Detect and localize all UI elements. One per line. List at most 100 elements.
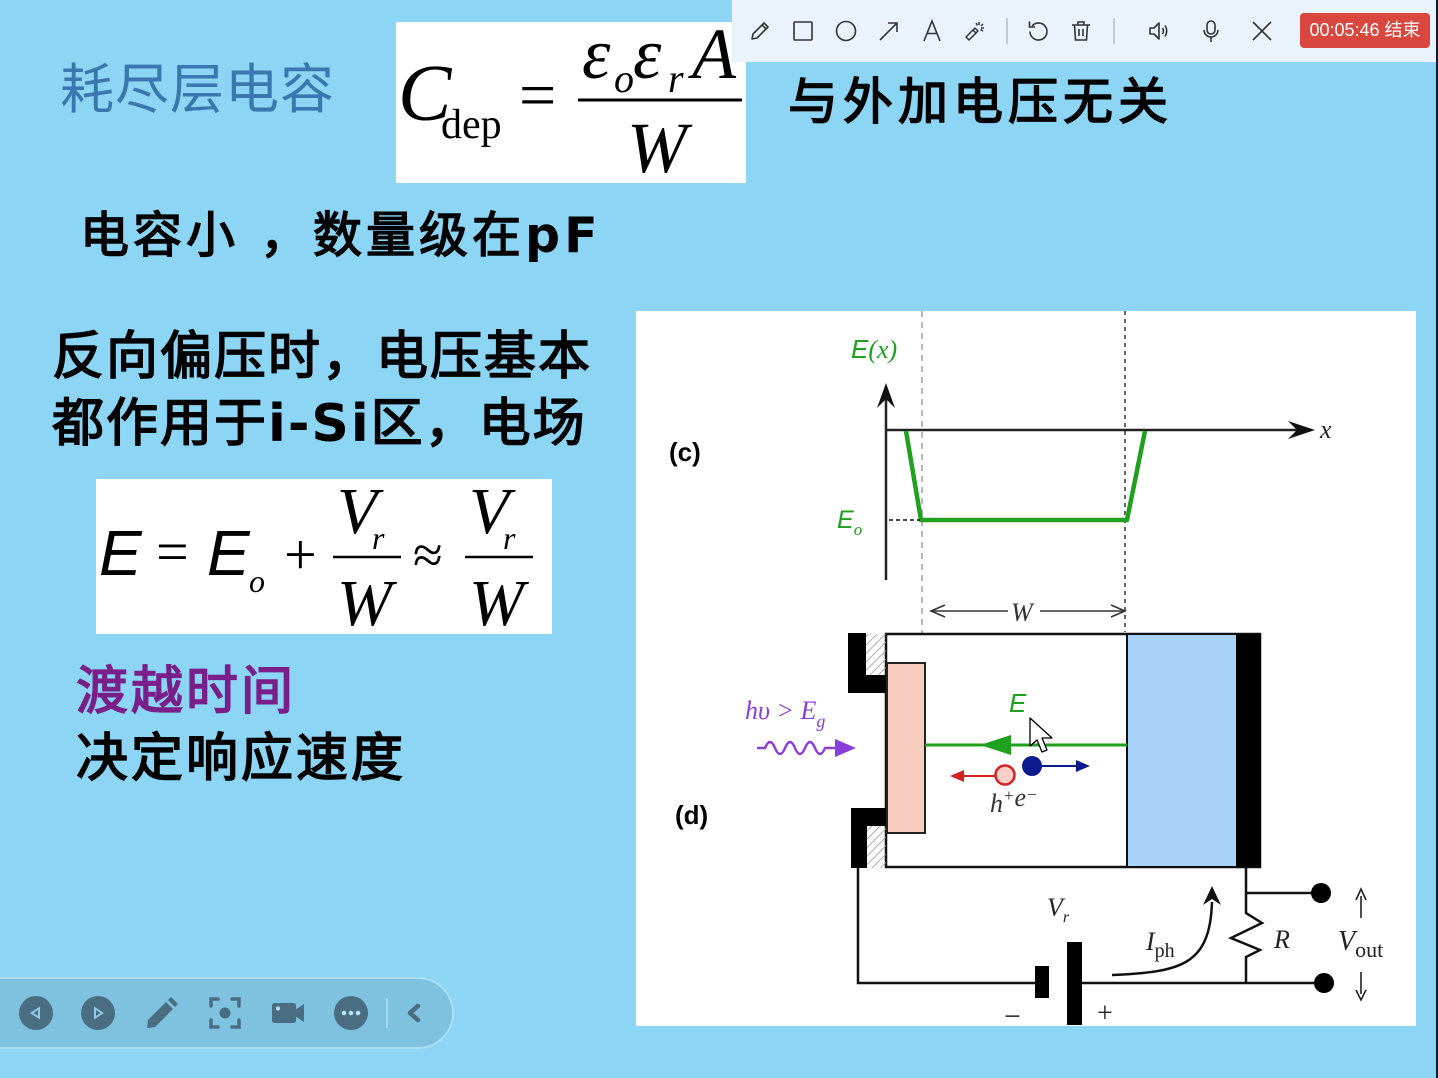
transit-time-heading: 渡越时间 xyxy=(76,662,297,722)
formula-equals: = xyxy=(519,59,556,132)
trash-icon xyxy=(1072,21,1090,41)
previous-icon xyxy=(19,996,53,1030)
arrow-tool-button[interactable] xyxy=(877,19,901,43)
formula-vr: V xyxy=(337,479,384,548)
collapse-toolbar-button[interactable] xyxy=(397,996,431,1030)
magic-wand-icon xyxy=(965,22,984,41)
rectangle-tool-button[interactable] xyxy=(791,19,815,43)
bias-paragraph-line: 反向偏压时，电压基本 xyxy=(52,327,593,387)
pen-tool-button[interactable] xyxy=(748,19,772,43)
chevron-left-icon xyxy=(407,1003,421,1023)
field-formula: E = E o + V r W ≈ V r W xyxy=(96,479,552,634)
oxide-hatch xyxy=(866,634,886,676)
field-formula-svg: E = E o + V r W ≈ V r W xyxy=(99,479,533,634)
formula-c-sub: dep xyxy=(441,102,502,148)
photocurrent-label: Iph xyxy=(1145,927,1175,962)
formula-epsr: ε xyxy=(633,22,662,94)
circle-icon xyxy=(835,20,857,42)
photocurrent-path xyxy=(1111,901,1214,977)
next-icon xyxy=(81,996,115,1030)
photon-wave-icon xyxy=(757,740,838,756)
pen-icon xyxy=(147,997,178,1028)
text-icon xyxy=(923,19,941,42)
close-toolbar-button[interactable] xyxy=(1250,19,1274,43)
ellipse-tool-button[interactable] xyxy=(834,19,858,43)
end-label: 结束 xyxy=(1384,20,1421,40)
microphone-icon xyxy=(1203,20,1219,42)
dimension-arrow-left-icon xyxy=(928,604,946,618)
x-axis-arrow-icon xyxy=(1288,421,1315,439)
slide-title: 耗尽层电容 xyxy=(60,58,335,121)
text-tool-button[interactable] xyxy=(920,19,944,43)
formula-c: C xyxy=(398,50,453,138)
capacitance-formula-svg: C dep = ε o ε r A W xyxy=(398,22,742,183)
circuit-wire xyxy=(856,868,1035,985)
toolbar-separator xyxy=(386,998,388,1028)
undo-button[interactable] xyxy=(1026,19,1050,43)
output-voltage-label: Vout xyxy=(1338,926,1383,962)
photocurrent-arrow-icon xyxy=(1203,886,1221,905)
window-edge xyxy=(1436,0,1438,1078)
formula-epsr-sub: r xyxy=(668,56,684,101)
formula-e: E xyxy=(99,517,143,589)
end-recording-button[interactable]: 00:05:46 结束 xyxy=(1300,13,1430,48)
e0-label: Eo xyxy=(837,506,862,539)
pen-button[interactable] xyxy=(145,996,179,1030)
battery-minus-label: − xyxy=(1004,1000,1021,1026)
top-contact xyxy=(848,633,887,693)
bias-paragraph-line: 都作用于i-Si区，电场 xyxy=(52,394,587,454)
back-contact xyxy=(1236,634,1261,867)
capacitance-formula: C dep = ε o ε r A W xyxy=(396,22,746,183)
diagram-svg: (c) E(x) x Eo W (d) E xyxy=(669,311,1383,1026)
electron-arrow-icon xyxy=(1076,760,1090,772)
arrow-up-icon xyxy=(1355,887,1367,901)
spotlight-button[interactable] xyxy=(208,996,242,1030)
record-video-button[interactable] xyxy=(271,996,305,1030)
annotation-toolbar: 00:05:46 结束 xyxy=(732,0,1438,62)
formula-width: W xyxy=(627,108,693,183)
transit-time-text: 决定响应速度 xyxy=(76,729,407,789)
carriers-label: h+e− xyxy=(990,783,1038,818)
formula-e0: E xyxy=(207,517,251,589)
y-axis-arrow-icon xyxy=(877,383,895,408)
speaker-icon xyxy=(1149,22,1168,40)
formula-vr-sub: r xyxy=(372,520,385,556)
undo-icon xyxy=(1028,21,1048,41)
more-options-button[interactable] xyxy=(334,996,368,1030)
pin-photodiode-diagram: (c) E(x) x Eo W (d) E xyxy=(636,311,1416,1026)
field-label: E xyxy=(1009,688,1027,718)
formula-e0-sub: o xyxy=(249,563,265,599)
formula-w: W xyxy=(337,567,397,634)
speaker-button[interactable] xyxy=(1147,19,1171,43)
field-arrow-icon xyxy=(980,735,1011,755)
battery-plus-label: + xyxy=(1097,998,1113,1026)
recording-timer: 00:05:46 xyxy=(1309,20,1380,40)
oxide-hatch xyxy=(866,826,886,868)
note-small-capacitance: 电容小 ，数量级在pF xyxy=(80,207,602,264)
x-axis-label: x xyxy=(1319,415,1332,444)
panel-d-label: (d) xyxy=(675,800,708,830)
output-terminal xyxy=(1314,973,1334,993)
more-icon xyxy=(334,996,368,1030)
laser-tool-button[interactable] xyxy=(963,19,987,43)
electron-symbol xyxy=(1022,756,1042,776)
arrow-down-icon xyxy=(1355,989,1367,1002)
battery-negative-plate xyxy=(1035,966,1049,998)
field-profile-curve xyxy=(903,430,1148,523)
formula-eps0: ε xyxy=(582,22,611,94)
battery-positive-plate xyxy=(1067,942,1082,1025)
toolbar-separator xyxy=(1006,18,1008,44)
width-label: W xyxy=(1011,598,1035,627)
panel-c-label: (c) xyxy=(669,437,701,467)
pencil-icon xyxy=(751,22,769,40)
clear-button[interactable] xyxy=(1069,19,1093,43)
photon-label: hυ > Eg xyxy=(745,696,825,731)
formula-vr-sub: r xyxy=(503,520,516,556)
screenshot-focus-icon xyxy=(209,997,241,1029)
video-camera-icon xyxy=(272,1003,304,1023)
rectangle-icon xyxy=(793,21,813,41)
load-resistor xyxy=(1227,867,1265,983)
next-slide-button[interactable] xyxy=(81,996,115,1030)
previous-slide-button[interactable] xyxy=(19,996,53,1030)
microphone-button[interactable] xyxy=(1199,19,1223,43)
